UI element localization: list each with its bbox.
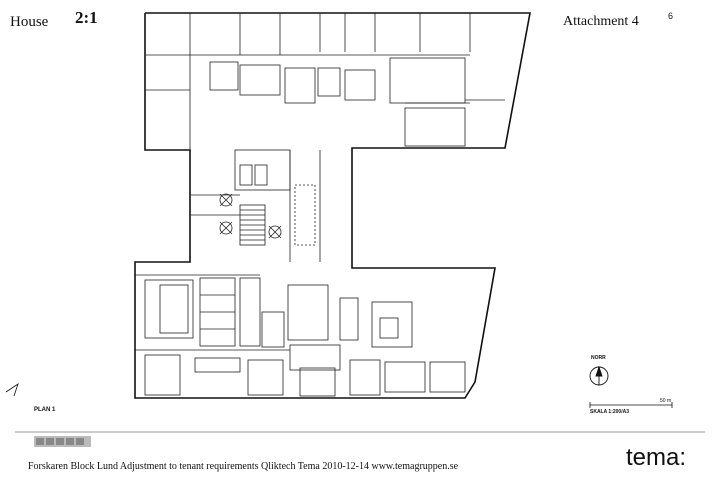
- scale-bar-label: 50 m: [660, 398, 672, 404]
- upper-wing-outline: [134, 12, 531, 399]
- page-number: 6: [668, 11, 674, 21]
- skala-label: SKALA 1:200/A3: [590, 409, 629, 415]
- logo-strip: [34, 436, 91, 447]
- scale-bar: [589, 402, 673, 408]
- north-label: NORR: [591, 355, 606, 361]
- interior-walls: [135, 13, 505, 397]
- house-label: House: [10, 14, 49, 30]
- footer-caption: Forskaren Block Lund Adjustment to tenan…: [28, 461, 459, 472]
- attachment-label: Attachment 4: [563, 14, 639, 29]
- margin-mark: [5, 383, 19, 397]
- brand-logo: tema:: [626, 444, 687, 471]
- drawing-scale: 2:1: [75, 8, 98, 27]
- north-arrow: [589, 365, 609, 386]
- plan-label: PLAN 1: [34, 407, 56, 413]
- outer-walls: [134, 12, 531, 399]
